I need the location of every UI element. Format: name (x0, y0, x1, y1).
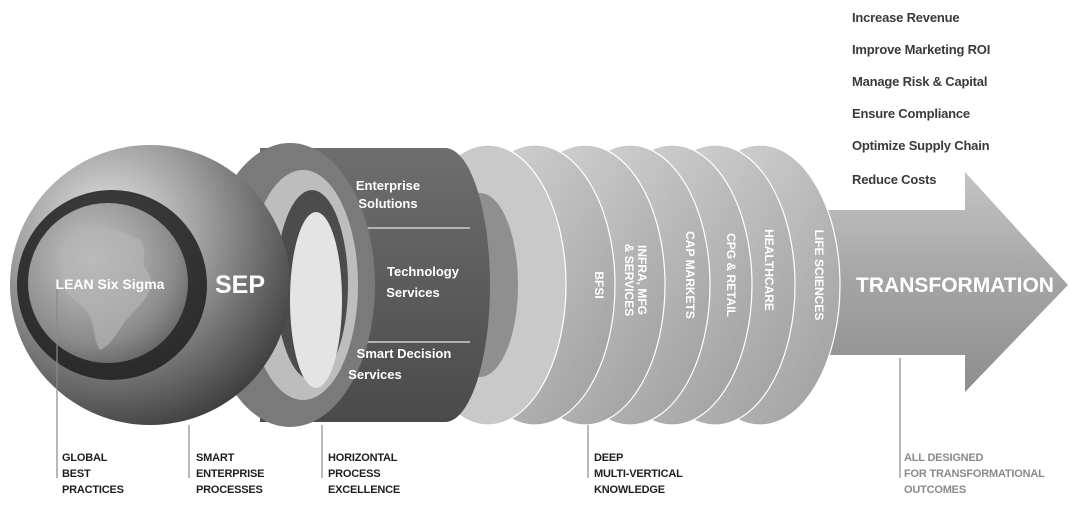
footer-smart-enterprise-processes: SMART ENTERPRISE PROCESSES (196, 452, 265, 496)
service-smart-decision-line2: Services (348, 367, 402, 382)
vertical-label-cpg-retail: CPG & RETAIL (724, 233, 738, 317)
footer-global-best-practices: GLOBAL BEST PRACTICES (62, 452, 124, 496)
vertical-label-life-sciences: LIFE SCIENCES (812, 230, 826, 321)
outcome-item: Reduce Costs (852, 172, 937, 187)
service-technology-line1: Technology (387, 264, 460, 279)
footer-horizontal-process-excellence: HORIZONTAL PROCESS EXCELLENCE (328, 452, 400, 496)
sep-label: SEP (215, 271, 265, 299)
footer-deep-multi-vertical-knowledge: DEEP MULTI-VERTICAL KNOWLEDGE (594, 452, 683, 496)
outcome-item: Increase Revenue (852, 10, 960, 25)
outcome-item: Optimize Supply Chain (852, 138, 990, 153)
vertical-label-infra-line2: & SERVICES (622, 244, 636, 316)
arrow-label: TRANSFORMATION (856, 274, 1054, 297)
vertical-label-infra-line1: INFRA, MFG (635, 245, 649, 315)
continent-shape (61, 228, 151, 350)
vertical-label-healthcare: HEALTHCARE (762, 229, 776, 311)
service-technology-line2: Services (386, 285, 440, 300)
service-smart-decision-line1: Smart Decision (357, 346, 452, 361)
vertical-label-cap-markets: CAP MARKETS (683, 231, 697, 319)
outcome-item: Ensure Compliance (852, 106, 970, 121)
outcome-item: Improve Marketing ROI (852, 42, 991, 57)
callout-lines (56, 283, 901, 478)
globe-label: LEAN Six Sigma (56, 276, 165, 292)
sep-sphere (10, 145, 290, 425)
vertical-label-bfsi: BFSI (592, 271, 606, 298)
footer-all-designed-outcomes: ALL DESIGNED FOR TRANSFORMATIONAL OUTCOM… (904, 452, 1045, 496)
service-enterprise-line2: Solutions (358, 196, 417, 211)
outcome-item: Manage Risk & Capital (852, 74, 988, 89)
service-enterprise-line1: Enterprise (356, 178, 420, 193)
